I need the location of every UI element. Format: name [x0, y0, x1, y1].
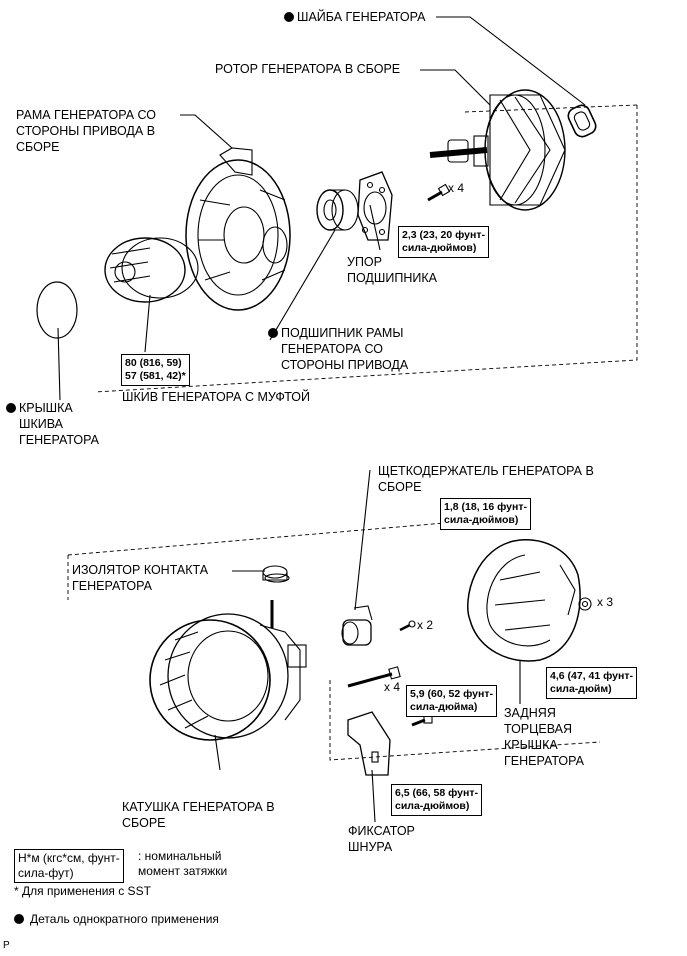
torque-through-bolt: 5,9 (60, 52 фунт- сила-дюйма)	[406, 685, 497, 717]
label-brush-holder: ЩЕТКОДЕРЖАТЕЛЬ ГЕНЕРАТОРА В СБОРЕ	[378, 464, 594, 494]
legend-unit-text: : номинальный момент затяжки	[138, 849, 228, 878]
single-use-dot-icon	[284, 12, 294, 22]
stator-coil-part	[149, 600, 307, 741]
through-bolt-part	[347, 666, 401, 688]
label-retainer: УПОР ПОДШИПНИКА	[347, 255, 437, 285]
rotor-part	[429, 89, 566, 211]
retainer-part	[357, 171, 393, 241]
leader-retainer	[369, 204, 381, 251]
leader-clip	[371, 769, 376, 823]
count-brush: x 2	[417, 618, 434, 632]
leader-coil	[214, 734, 221, 771]
single-use-dot-icon	[6, 403, 16, 413]
torque-clip-bolt: 6,5 (66, 58 фунт- сила-дюймов)	[391, 784, 482, 816]
legend-single-use: Деталь однократного применения	[14, 912, 219, 926]
count-rear-nut: x 3	[597, 595, 614, 609]
brush-holder-part	[341, 605, 373, 646]
legend-unit-box: Н*м (кгс*см, фунт- сила-фут)	[14, 849, 124, 883]
label-drive-frame: РАМА ГЕНЕРАТОРА СО СТОРОНЫ ПРИВОДА В СБО…	[16, 108, 156, 154]
rear-nut-part	[578, 597, 592, 611]
assembly-line-right	[329, 680, 601, 761]
washer-part	[567, 104, 597, 138]
label-rotor: РОТОР ГЕНЕРАТОРА В СБОРЕ	[215, 62, 401, 76]
label-cord-clip: ФИКСАТОР ШНУРА	[348, 824, 415, 854]
pulley-cap-part	[36, 281, 78, 339]
corner-mark: P	[3, 940, 10, 951]
leader-pulley	[144, 294, 151, 353]
bearing-part	[316, 189, 359, 231]
leader-drive-frame	[180, 114, 233, 149]
label-terminal-insulator: ИЗОЛЯТОР КОНТАКТА ГЕНЕРАТОРА	[72, 563, 209, 593]
label-rear-cover: ЗАДНЯЯ ТОРЦЕВАЯ КРЫШКА ГЕНЕРАТОРА	[504, 706, 584, 768]
drive-frame-part	[185, 147, 291, 311]
torque-rear-nut: 4,6 (47, 41 фунт- сила-дюйм)	[546, 667, 637, 699]
cord-clip-part	[347, 711, 391, 776]
torque-pulley: 80 (816, 59) 57 (581, 42)*	[121, 354, 190, 386]
label-coil: КАТУШКА ГЕНЕРАТОРА В СБОРЕ	[122, 800, 275, 830]
leader-rotor	[420, 69, 491, 106]
brush-screw-part	[399, 620, 416, 632]
assembly-line-top	[94, 105, 638, 393]
retainer-screw-part	[427, 183, 451, 202]
legend-sst-note: * Для применения с SST	[14, 884, 151, 898]
single-use-dot-icon	[268, 328, 278, 338]
pulley-part	[104, 237, 199, 303]
label-bearing-text: ПОДШИПНИК РАМЫ ГЕНЕРАТОРА СО СТОРОНЫ ПРИ…	[281, 326, 409, 372]
torque-retainer: 2,3 (23, 20 фунт- сила-дюймов)	[398, 226, 489, 258]
rear-cover-part	[467, 539, 581, 662]
torque-brush: 1,8 (18, 16 фунт- сила-дюймов)	[440, 498, 531, 530]
label-washer: ШАЙБА ГЕНЕРАТОРА	[284, 9, 426, 25]
leader-washer	[436, 16, 586, 106]
label-pulley-cap-text: КРЫШКА ШКИВА ГЕНЕРАТОРА	[19, 401, 99, 447]
leader-bearing	[269, 229, 336, 341]
single-use-dot-icon	[14, 914, 24, 924]
leader-brush	[354, 469, 371, 611]
label-washer-text: ШАЙБА ГЕНЕРАТОРА	[297, 10, 426, 24]
assembly-line-rotor	[464, 104, 638, 113]
label-bearing: ПОДШИПНИК РАМЫ ГЕНЕРАТОРА СО СТОРОНЫ ПРИ…	[268, 325, 408, 373]
count-through-bolt: x 4	[384, 680, 401, 694]
label-pulley-cap: КРЫШКА ШКИВА ГЕНЕРАТОРА	[6, 400, 99, 448]
assembly-line-bottom	[67, 519, 481, 600]
legend-single-use-text: Деталь однократного применения	[30, 912, 219, 926]
terminal-insulator-part	[262, 565, 290, 583]
label-pulley: ШКИВ ГЕНЕРАТОРА С МУФТОЙ	[122, 390, 310, 404]
count-retainer: x 4	[448, 181, 465, 195]
leader-pulley-cap	[57, 327, 61, 401]
